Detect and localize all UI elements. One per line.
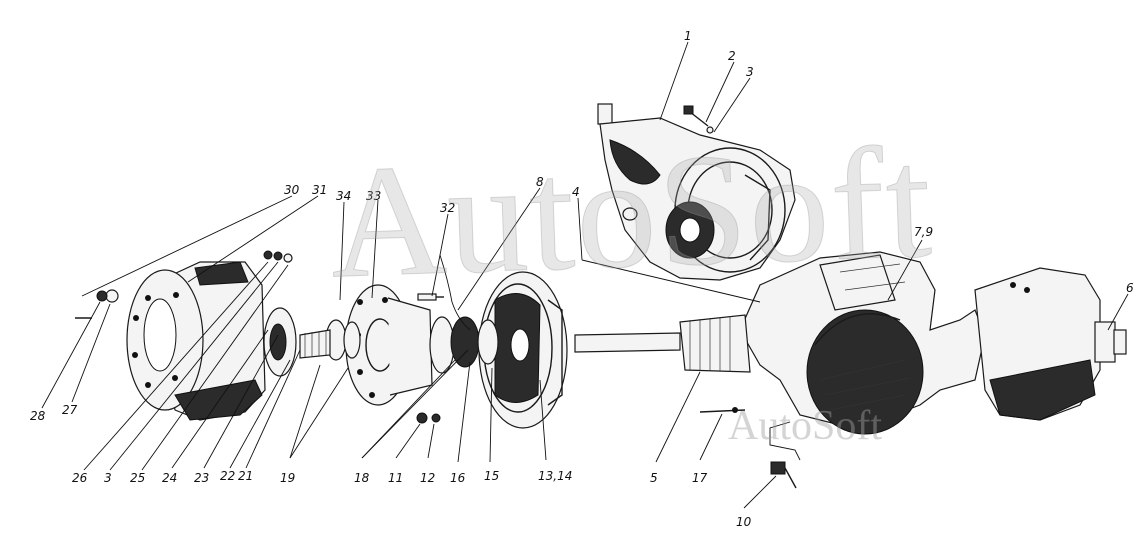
callout-23: 23: [194, 471, 209, 485]
callout-4: 4: [572, 185, 580, 199]
callout-25: 25: [130, 471, 145, 485]
callout-28: 28: [30, 409, 46, 423]
callout-22: 22: [220, 469, 235, 483]
callout-10: 10: [736, 515, 752, 529]
callout-34: 34: [336, 189, 351, 203]
callout-26: 26: [72, 471, 88, 485]
leader-lines: [41, 41, 1129, 509]
brake-drum: [126, 261, 266, 421]
callout-6: 6: [1126, 281, 1134, 295]
callout-33: 33: [366, 189, 381, 203]
bearings: [325, 316, 499, 374]
brake-cable: [439, 254, 471, 331]
differential-carrier: [597, 103, 796, 281]
callout-labels: 1 2 3 4 6 7,9 8 30 31 34 33 32 28 27 26 …: [30, 29, 1134, 529]
seal-spring: [299, 329, 331, 359]
callout-12: 12: [420, 471, 435, 485]
housing-bracket-line: [769, 421, 801, 461]
callout-1: 1: [684, 29, 692, 43]
callout-27: 27: [62, 403, 78, 417]
callout-19: 19: [280, 471, 295, 485]
breather: [770, 461, 797, 489]
callout-18: 18: [354, 471, 370, 485]
hub-ring: [263, 307, 297, 377]
callout-15: 15: [484, 469, 499, 483]
callout-3-top: 3: [746, 65, 754, 79]
callout-30: 30: [284, 183, 300, 197]
carrier-bolt: [683, 105, 714, 134]
right-wheel-hub: [974, 267, 1127, 421]
callout-13-14: 13,14: [538, 469, 572, 483]
callout-21: 21: [238, 469, 253, 483]
drum-nuts: [263, 250, 293, 263]
stud-bolt: [417, 293, 444, 301]
axle-shaft: [574, 314, 751, 373]
housing-bolt: [699, 407, 746, 413]
callout-24: 24: [162, 471, 177, 485]
callout-5: 5: [650, 471, 658, 485]
small-nuts: [416, 412, 441, 424]
hub-flange: [345, 284, 433, 406]
callout-3-bottom: 3: [104, 471, 112, 485]
callout-16: 16: [450, 471, 466, 485]
axle-housing: [739, 251, 986, 435]
callout-17: 17: [692, 471, 708, 485]
callout-7-9: 7,9: [914, 225, 933, 239]
callout-8: 8: [536, 175, 544, 189]
callout-2: 2: [728, 49, 736, 63]
callout-11: 11: [388, 471, 403, 485]
callout-32: 32: [440, 201, 455, 215]
drum-bolt: [75, 289, 119, 319]
callout-31: 31: [312, 183, 327, 197]
